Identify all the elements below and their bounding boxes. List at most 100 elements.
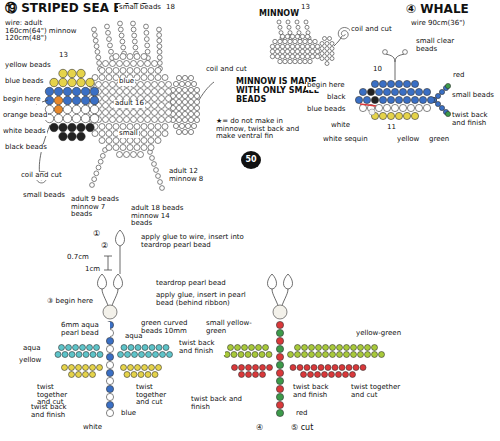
- bead: [106, 385, 113, 392]
- bead: [138, 61, 144, 67]
- bead: [387, 96, 394, 103]
- bead-note: white: [330, 122, 351, 130]
- bead: [318, 365, 324, 371]
- bead: [59, 69, 67, 77]
- bead-note: twist back and finish: [30, 404, 82, 419]
- bead: [106, 145, 112, 151]
- bead: [113, 124, 119, 130]
- dimension: 1cm: [84, 266, 101, 274]
- bead: [144, 24, 149, 29]
- bead: [323, 352, 329, 358]
- bead-note: red: [452, 72, 465, 80]
- bead: [141, 124, 147, 130]
- bead: [124, 61, 130, 67]
- bead: [72, 87, 80, 95]
- bead: [120, 54, 126, 60]
- bead: [86, 78, 94, 86]
- bead: [77, 123, 85, 131]
- bead: [267, 365, 273, 371]
- bead: [68, 69, 76, 77]
- bead: [280, 34, 284, 38]
- teardrop-bead: [114, 274, 123, 289]
- bead: [182, 117, 187, 122]
- bead: [106, 369, 113, 376]
- bead: [145, 82, 151, 88]
- bead: [94, 44, 99, 49]
- bead: [276, 393, 283, 400]
- bead: [293, 39, 297, 43]
- wire-length: wire: adult 160cm(64") minnow 120cm(48"): [4, 20, 81, 43]
- bead: [117, 61, 123, 67]
- bead: [81, 114, 89, 122]
- bead: [303, 39, 307, 43]
- bead: [63, 87, 71, 95]
- bead-note: twist back and finish: [292, 384, 344, 399]
- bead: [435, 101, 440, 106]
- bead: [308, 39, 312, 43]
- bead: [106, 30, 111, 35]
- wire: [120, 246, 121, 274]
- bead: [156, 365, 162, 371]
- bead: [103, 103, 109, 109]
- bead: [304, 20, 308, 24]
- bead: [379, 80, 386, 87]
- bead: [107, 37, 112, 42]
- bead-note: 6mm aqua pearl bead: [60, 322, 110, 337]
- bead: [99, 75, 105, 81]
- bead: [313, 39, 317, 43]
- bead: [148, 131, 154, 137]
- bead: [353, 365, 359, 371]
- bead-note: begin here: [2, 96, 42, 104]
- teardrop-bead: [284, 274, 293, 289]
- bead: [182, 93, 187, 98]
- bead: [162, 75, 168, 81]
- bead: [142, 365, 148, 371]
- bead: [323, 37, 327, 41]
- bead: [110, 89, 116, 95]
- bead: [350, 372, 356, 378]
- bead: [276, 361, 283, 368]
- bead: [127, 145, 133, 151]
- bead: [194, 111, 199, 116]
- bead: [288, 59, 292, 63]
- bead: [119, 33, 124, 38]
- bead: [135, 365, 141, 371]
- bead: [259, 352, 265, 358]
- bead: [106, 131, 112, 137]
- bead: [157, 27, 162, 32]
- bead-note: begin here: [306, 82, 346, 90]
- bead: [94, 345, 100, 351]
- bead: [395, 112, 402, 119]
- callout-number: 18: [165, 4, 176, 12]
- callout-number: 11: [386, 124, 397, 132]
- bead: [92, 33, 97, 38]
- bead: [159, 96, 165, 102]
- bead: [320, 57, 324, 61]
- wire: [386, 54, 395, 80]
- bead: [72, 114, 80, 122]
- bead: [329, 372, 335, 378]
- bead-note: white: [82, 424, 103, 432]
- bead: [295, 20, 299, 24]
- bead-note: green: [428, 136, 450, 144]
- bead: [77, 69, 85, 77]
- bead: [309, 352, 315, 358]
- bead: [391, 104, 398, 111]
- bead: [117, 89, 123, 95]
- bead: [276, 401, 283, 408]
- bead: [68, 132, 76, 140]
- bead: [330, 42, 334, 46]
- bead: [83, 352, 89, 358]
- bead: [323, 345, 329, 351]
- bead: [278, 59, 282, 63]
- bead: [94, 171, 99, 176]
- bead: [252, 352, 258, 358]
- bead: [166, 89, 172, 95]
- note: ★= do not make in minnow, twist back and…: [215, 118, 312, 141]
- bead: [105, 24, 110, 29]
- bead: [148, 68, 154, 74]
- bead: [367, 88, 374, 95]
- bead: [156, 174, 161, 179]
- bead: [148, 138, 154, 144]
- teardrop-bead: [98, 274, 107, 289]
